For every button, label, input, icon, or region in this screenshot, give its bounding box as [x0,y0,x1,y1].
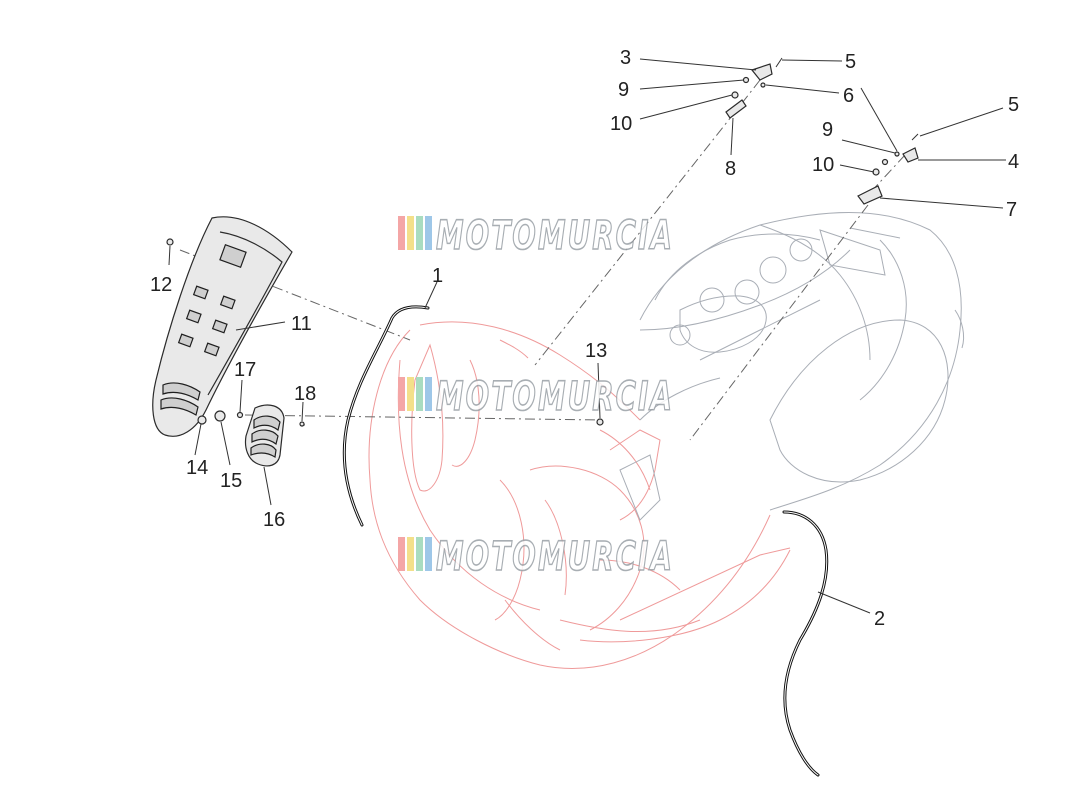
watermark-stripe [398,377,405,411]
part-16-grille-insert [244,404,285,467]
watermark-stripe [398,216,405,250]
callout-5a: 5 [845,51,856,73]
callout-4: 4 [1008,151,1019,173]
callout-8: 8 [725,158,736,180]
callout-18: 18 [294,383,316,405]
watermark-stripe [416,537,423,571]
watermark-stripe [425,377,432,411]
leader-lines [168,58,1006,614]
callout-2: 2 [874,608,885,630]
callout-9a: 9 [618,79,629,101]
callout-15: 15 [220,470,242,492]
watermark-stripe [398,537,405,571]
scooter-body-outline [368,212,965,669]
callout-11: 11 [291,313,312,335]
part-1-seal [342,305,430,527]
callout-3: 3 [620,47,631,69]
watermark-middle: MOTOMURCIA [398,373,674,421]
part-2-seal [782,510,829,777]
watermark-top: MOTOMURCIA [398,212,674,260]
callout-7: 7 [1006,199,1017,221]
watermark-stripe [407,377,414,411]
callout-10a: 10 [610,113,632,135]
callout-13: 13 [585,340,607,362]
callout-6: 6 [843,85,854,107]
part-11-horn-cover-grille [152,216,293,437]
callout-10b: 10 [812,154,834,176]
watermark-text: MOTOMURCIA [436,374,674,420]
watermark-stripe [425,537,432,571]
watermark-text: MOTOMURCIA [436,534,674,580]
callouts: 1 2 3 4 5 5 6 7 8 9 9 10 10 11 12 13 14 … [150,47,1019,630]
callout-1: 1 [432,265,443,287]
callout-14: 14 [186,457,208,479]
watermark-stripe [416,377,423,411]
fasteners [166,57,919,427]
callout-9b: 9 [822,119,833,141]
watermark-stripe [416,216,423,250]
callout-12: 12 [150,274,172,296]
callout-16: 16 [263,509,285,531]
callout-17: 17 [234,359,256,381]
watermark-bottom: MOTOMURCIA [398,533,674,581]
callout-5b: 5 [1008,94,1019,116]
watermark-text: MOTOMURCIA [436,213,674,259]
watermark-stripe [407,216,414,250]
watermark-stripe [425,216,432,250]
watermark-stripe [407,537,414,571]
